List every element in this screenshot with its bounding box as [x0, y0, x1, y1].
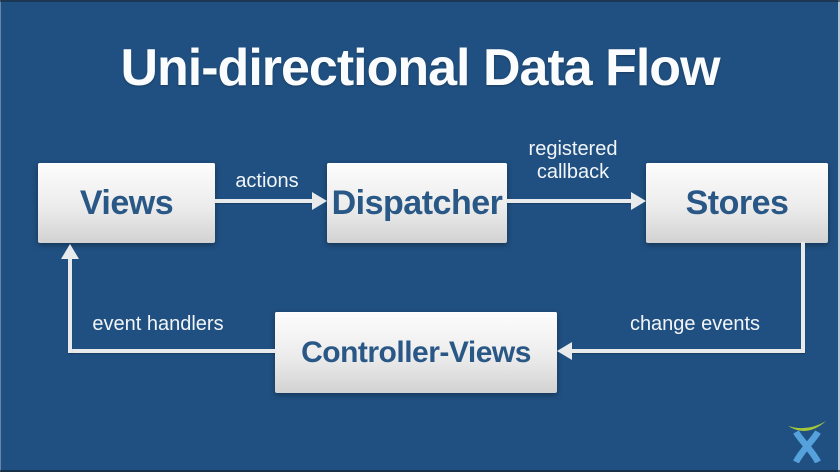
node-controller-views: Controller-Views: [275, 312, 557, 393]
edge-event-handlers-horizontal-line: [70, 349, 275, 353]
node-views: Views: [38, 163, 215, 243]
atlassian-logo-icon: [788, 421, 826, 463]
edge-event-handlers-vertical-line: [68, 257, 72, 353]
node-views-label: Views: [79, 183, 174, 222]
node-stores-label: Stores: [685, 183, 789, 222]
slide-title: Uni-directional Data Flow: [120, 39, 720, 97]
node-dispatcher-label: Dispatcher: [331, 183, 503, 222]
edge-actions-arrowhead: [312, 192, 327, 210]
edge-registered-callback-line: [507, 199, 633, 203]
node-dispatcher: Dispatcher: [327, 163, 507, 243]
edge-change-events-vertical-line: [801, 242, 805, 353]
edge-change-events-arrowhead: [557, 342, 572, 360]
edge-event-handlers-arrowhead: [61, 244, 79, 259]
edge-actions-line: [215, 199, 314, 203]
edge-change-events-label: change events: [629, 313, 761, 335]
edge-registered-callback-arrowhead: [631, 192, 646, 210]
node-stores: Stores: [646, 163, 828, 243]
edge-registered-callback-label: registered callback: [528, 138, 618, 183]
node-controller-views-label: Controller-Views: [301, 335, 531, 369]
edge-change-events-horizontal-line: [570, 349, 805, 353]
edge-event-handlers-label: event handlers: [92, 313, 224, 335]
edge-actions-label: actions: [235, 170, 299, 192]
